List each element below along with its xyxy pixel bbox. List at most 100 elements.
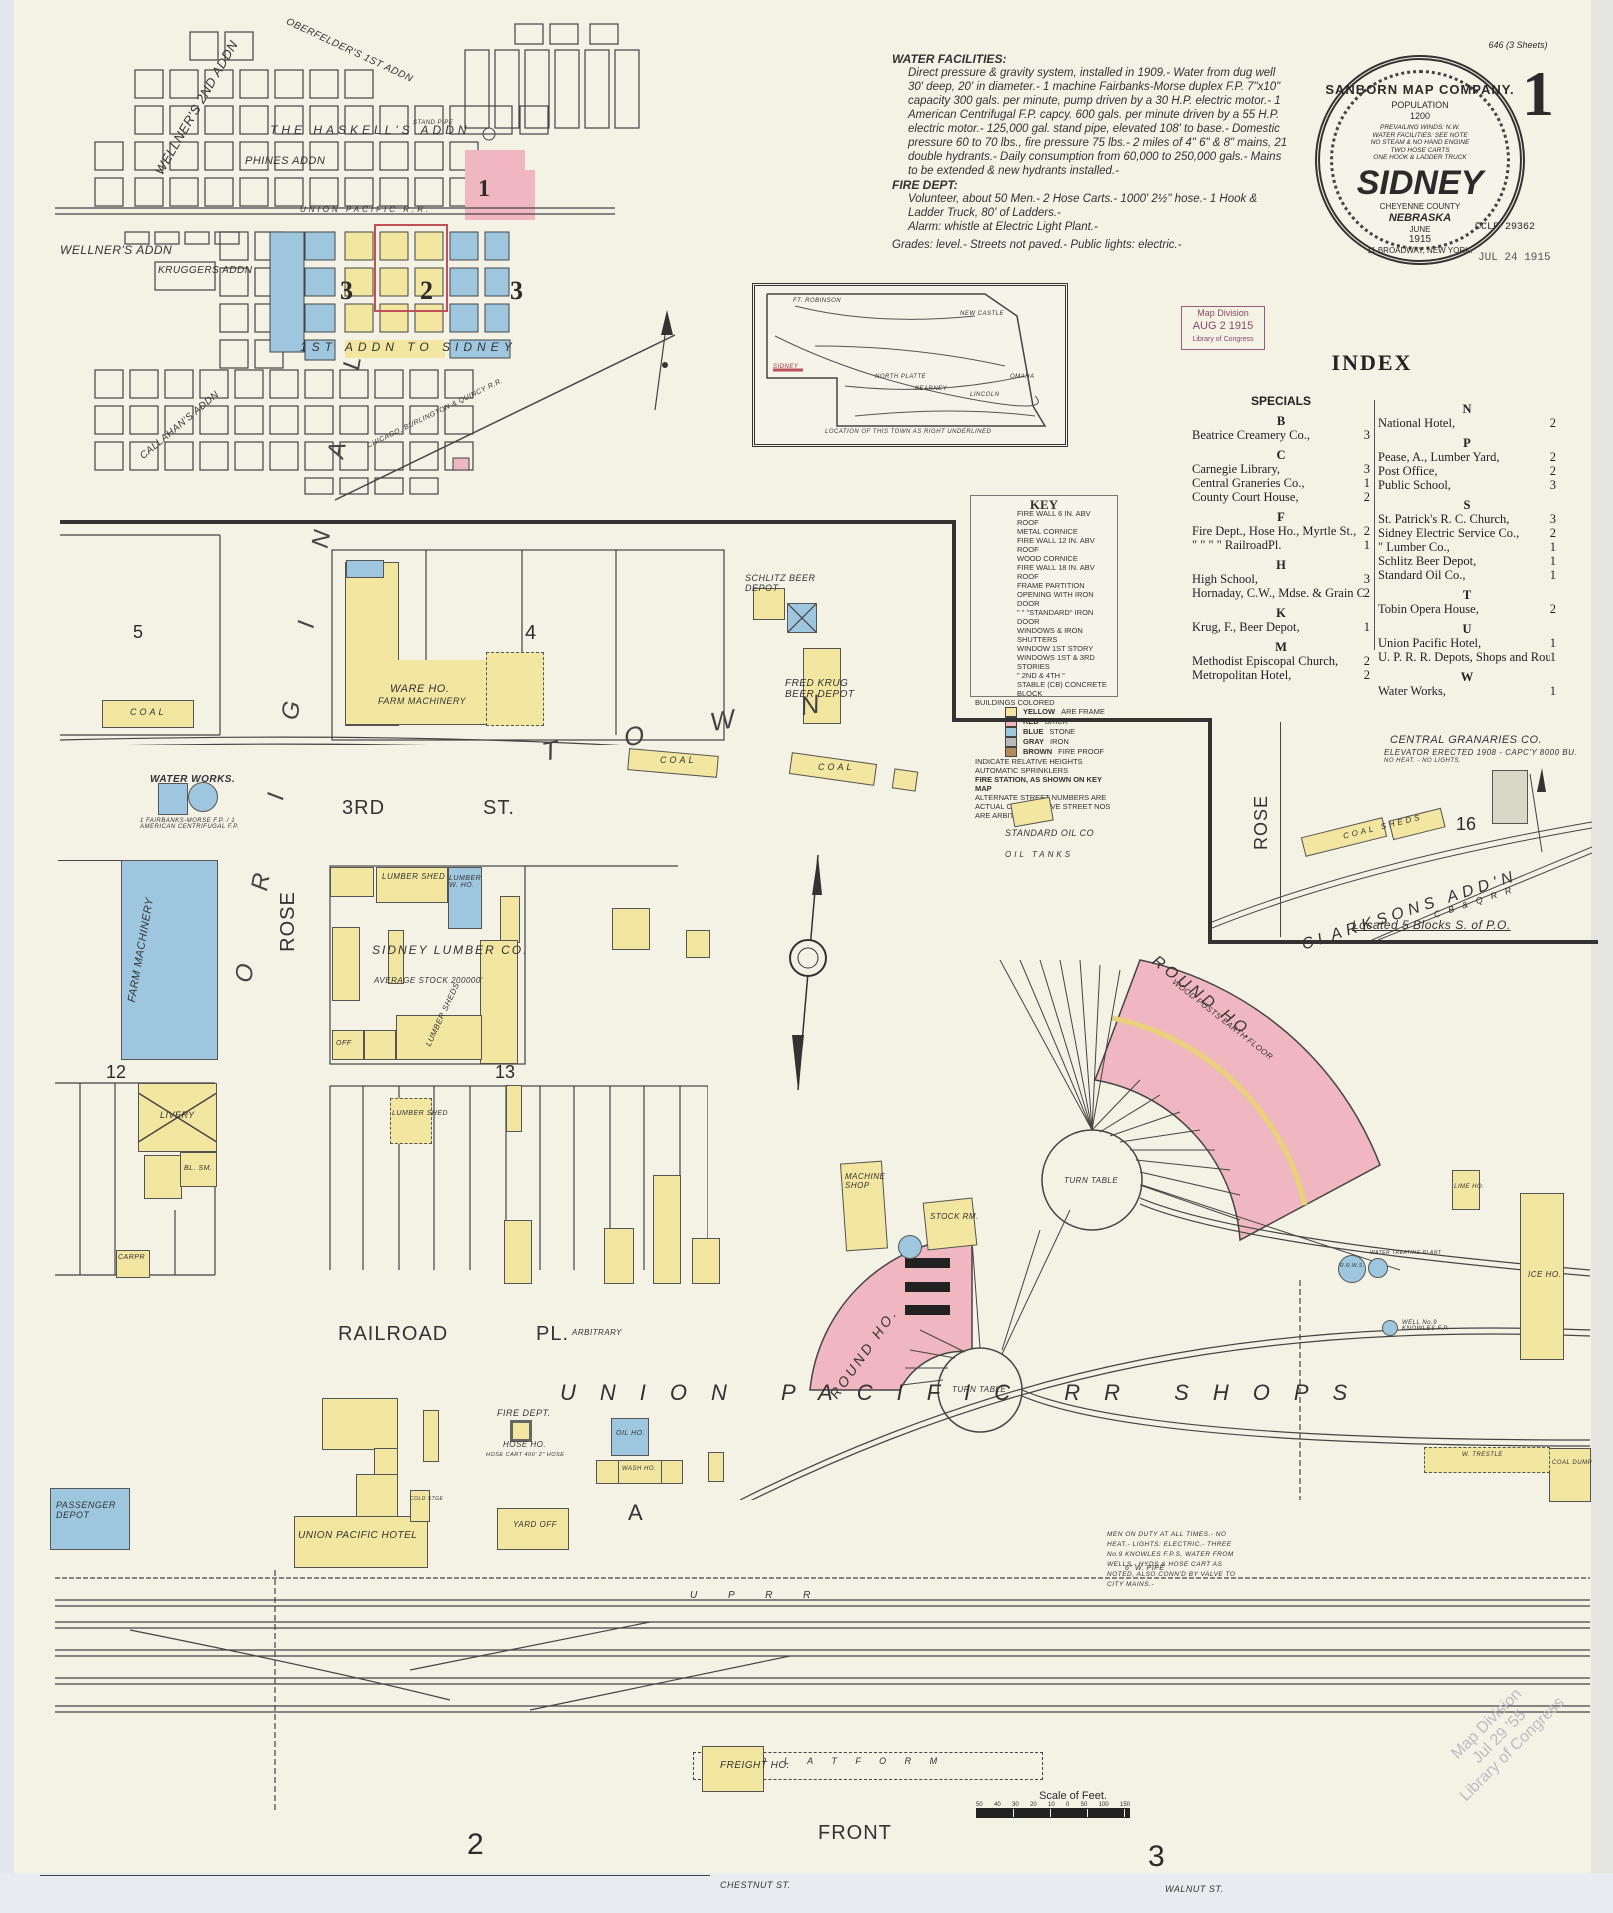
index-entry-sheet: 2 (1363, 524, 1370, 538)
platform[interactable] (693, 1752, 1043, 1780)
index-entry[interactable]: Post Office,2 (1378, 464, 1556, 478)
yard-office[interactable] (497, 1508, 569, 1550)
ware-ho-stone-corner[interactable] (346, 560, 384, 578)
index-entry[interactable]: County Court House,2 (1192, 490, 1370, 504)
index-entry[interactable]: Carnegie Library,3 (1192, 462, 1370, 476)
dwelling-lot10[interactable] (504, 1220, 532, 1284)
office-shops[interactable] (661, 1460, 683, 1484)
stock-room[interactable] (922, 1197, 978, 1251)
index-entry[interactable]: High School,3 (1192, 572, 1370, 586)
inset-north-platte: NORTH PLATTE (875, 374, 927, 380)
sheet-marker-1[interactable]: 1 (478, 176, 490, 202)
index-entry[interactable]: Central Graneries Co.,1 (1192, 476, 1370, 490)
schlitz-stable[interactable] (787, 603, 817, 633)
coal-shed-block5[interactable] (102, 700, 194, 728)
sheet-marker-3-east[interactable]: 3 (510, 276, 523, 305)
lumber-stable[interactable] (330, 867, 374, 897)
lime-ho[interactable] (1452, 1170, 1480, 1210)
fire-dept-hose-house[interactable] (510, 1420, 532, 1442)
freight-house[interactable] (702, 1746, 764, 1792)
ware-ho-annex[interactable] (486, 652, 544, 726)
color-swatch-icon (1005, 727, 1017, 737)
supply-house[interactable] (596, 1460, 620, 1484)
w-trestle[interactable] (1424, 1447, 1550, 1473)
index-entry[interactable]: Union Pacific Hotel,1 (1378, 636, 1556, 650)
yard-off-label: YARD OFF (513, 1520, 558, 1529)
adjacent-sheet-2-marker[interactable]: 2 (467, 1828, 484, 1861)
index-entry[interactable]: National Hotel,2 (1378, 416, 1556, 430)
wash-house[interactable] (618, 1460, 662, 1484)
carpenter-shop[interactable] (116, 1250, 150, 1278)
rr-water-station[interactable] (1338, 1255, 1366, 1283)
cold-storage[interactable] (410, 1490, 430, 1522)
index-entry[interactable]: Public School,3 (1378, 478, 1556, 492)
index-entry[interactable]: Metropolitan Hotel,2 (1192, 668, 1370, 682)
up-hotel-north-wing[interactable] (322, 1398, 398, 1450)
gasoline-engine-building[interactable] (144, 1155, 182, 1199)
index-entry[interactable]: " " " " RailroadPl.1 (1192, 538, 1370, 552)
sheet-marker-3-west[interactable]: 3 (340, 276, 353, 305)
farm-machinery-stone-building[interactable] (121, 860, 218, 1060)
ware-ho-farm-machinery[interactable] (345, 660, 497, 725)
scale-tick: 0 (1066, 1802, 1070, 1808)
coal-dump[interactable] (1549, 1448, 1591, 1502)
sash-door-warehouse[interactable] (364, 1030, 396, 1060)
well-roundhouse[interactable] (898, 1235, 922, 1259)
water-works-pump-house[interactable] (158, 783, 188, 815)
haskells-addn-label: THE HASKELL'S ADDN (270, 123, 471, 137)
index-entry[interactable]: Methodist Episcopal Church,2 (1192, 654, 1370, 668)
ice-ho[interactable] (1520, 1193, 1564, 1360)
index-entry[interactable]: Krug, F., Beer Depot,1 (1192, 620, 1370, 634)
coal-shed-4[interactable] (891, 768, 919, 792)
dwelling-lot13[interactable] (604, 1228, 634, 1284)
dwelling-lot15[interactable] (692, 1238, 720, 1284)
rose-st-line (1280, 722, 1281, 937)
block13-east-dwelling[interactable] (612, 908, 650, 950)
index-entry[interactable]: Beatrice Creamery Co.,3 (1192, 428, 1370, 442)
index-entry[interactable]: Sidney Electric Service Co.,2 (1378, 526, 1556, 540)
union-pacific-hotel[interactable] (294, 1516, 428, 1568)
dwelling-lot14[interactable] (653, 1175, 681, 1284)
block13-paint-shop[interactable] (686, 930, 710, 958)
blacksmith-shop[interactable] (180, 1152, 217, 1187)
coal-shed-hotel[interactable] (423, 1410, 439, 1462)
lumber-shed-block13-label: LUMBER SHED (392, 1110, 449, 1117)
passage-connector[interactable] (374, 1448, 398, 1476)
passenger-depot[interactable] (50, 1488, 130, 1550)
office-shops-2[interactable] (708, 1452, 724, 1482)
water-treating-plant[interactable] (1368, 1258, 1388, 1278)
water-works-reservoir[interactable] (188, 782, 218, 812)
index-entry[interactable]: U. P. R. R. Depots, Shops and Round Hous… (1378, 650, 1556, 664)
index-entry[interactable]: Fire Dept., Hose Ho., Myrtle St.,2 (1192, 524, 1370, 538)
schlitz-beer-depot[interactable] (753, 588, 785, 620)
index-entry[interactable]: Tobin Opera House,2 (1378, 602, 1556, 616)
office-building[interactable] (332, 1030, 364, 1060)
lumber-sheds-south[interactable] (396, 1015, 482, 1060)
lumber-warehouse[interactable] (448, 867, 482, 929)
lumber-sheds-east[interactable] (480, 940, 518, 1064)
index-entry[interactable]: Hornaday, C.W., Mdse. & Grain Co.2 (1192, 586, 1370, 600)
sheet-marker-2[interactable]: 2 (420, 276, 433, 305)
lime-cement-warehouse[interactable] (332, 927, 360, 1001)
granary-elevator[interactable] (1492, 770, 1528, 824)
index-entry[interactable]: Schlitz Beer Depot,1 (1378, 554, 1556, 568)
block13-outbuilding[interactable] (506, 1085, 522, 1132)
adjacent-sheet-3-marker[interactable]: 3 (1148, 1840, 1165, 1873)
lumber-shed[interactable] (376, 867, 448, 903)
index-entry[interactable]: Pease, A., Lumber Yard,2 (1378, 450, 1556, 464)
index-entry[interactable]: St. Patrick's R. C. Church,3 (1378, 512, 1556, 526)
lime-cement-wh-2[interactable] (500, 896, 520, 943)
lumber-shed-block13[interactable] (390, 1098, 432, 1144)
index-entry[interactable]: Water Works,1 (1378, 684, 1556, 698)
seal-population: 1200 (1409, 111, 1431, 121)
livery-stable[interactable] (138, 1083, 217, 1152)
index-entry[interactable]: Standard Oil Co.,1 (1378, 568, 1556, 582)
lumber-shed-small[interactable] (388, 930, 404, 984)
fred-krug-beer-depot[interactable] (803, 648, 841, 724)
index-entry[interactable]: " Lumber Co.,1 (1378, 540, 1556, 554)
oil-house[interactable] (611, 1418, 649, 1456)
key-line: " 2ND & 4TH " (1017, 671, 1065, 680)
well-no9[interactable] (1382, 1320, 1398, 1336)
